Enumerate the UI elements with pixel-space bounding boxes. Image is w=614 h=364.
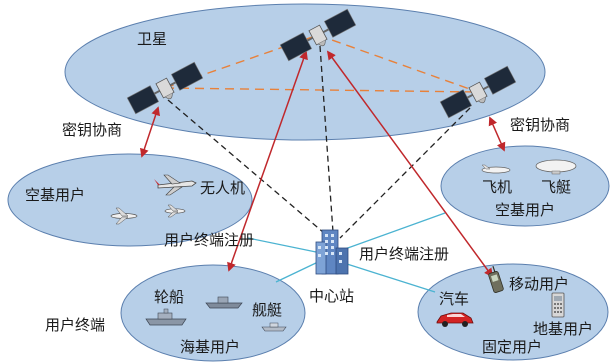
mobile-user-label: 移动用户 <box>509 275 570 293</box>
air-user-left-label: 空基用户 <box>25 186 86 204</box>
negotiation-arrows <box>140 50 506 278</box>
airplane-icon <box>481 164 511 174</box>
sea-user-ellipse <box>120 264 306 362</box>
building-icon <box>315 229 349 275</box>
terminal-register-left-label: 用户终端注册 <box>164 231 255 249</box>
center-station-label: 中心站 <box>309 287 355 305</box>
airship-icon <box>535 159 577 175</box>
fixed-user-label: 固定用户 <box>482 338 543 356</box>
airplane-icon <box>164 204 186 218</box>
ship-icon <box>145 308 187 326</box>
air-user-right-label: 空基用户 <box>495 201 556 219</box>
airship-label: 飞艇 <box>541 178 572 196</box>
drone-label: 无人机 <box>200 179 246 197</box>
fixed-phone-icon <box>551 292 565 318</box>
satellite-icon <box>279 8 357 62</box>
warship-label: 舰艇 <box>252 301 283 319</box>
ship-label: 轮船 <box>154 288 185 306</box>
drone-icon <box>154 174 197 196</box>
car-label: 汽车 <box>439 290 470 308</box>
terminal-register-right-label: 用户终端注册 <box>359 245 450 263</box>
sea-user-label: 海基用户 <box>180 338 241 356</box>
car-icon <box>436 312 474 327</box>
warship-icon <box>261 322 287 332</box>
airplane-label: 飞机 <box>482 178 513 196</box>
key-negotiation-left-label: 密钥协商 <box>62 121 123 139</box>
warship-icon <box>205 296 243 309</box>
satellite-icon <box>126 61 204 115</box>
mobile-phone-icon <box>488 265 504 293</box>
user-terminal-label: 用户终端 <box>45 316 106 334</box>
airplane-icon <box>110 207 138 225</box>
satellite-layer-ellipse <box>64 3 546 141</box>
ground-user-ellipse <box>417 263 609 361</box>
ground-user-label: 地基用户 <box>533 320 594 338</box>
satellite-layer-label: 卫星 <box>137 30 168 48</box>
key-negotiation-right-label: 密钥协商 <box>510 116 571 134</box>
satellite-icon <box>439 65 517 119</box>
